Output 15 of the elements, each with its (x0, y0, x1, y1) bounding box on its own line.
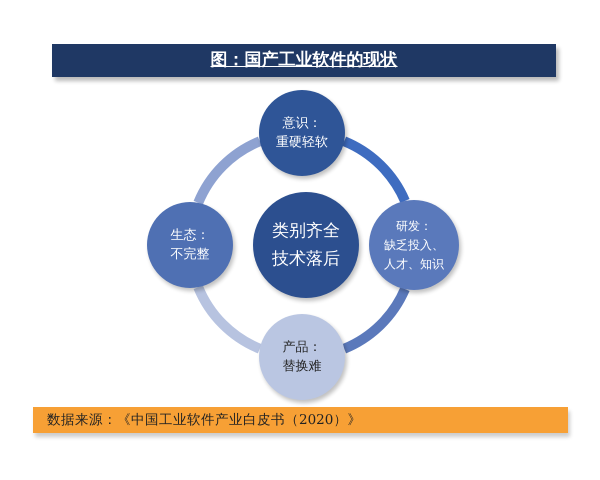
node-heading: 产品： (282, 339, 322, 357)
ring-arc (342, 136, 410, 204)
ring-arc (342, 286, 410, 354)
node-heading: 意识： (282, 115, 322, 133)
node-text: 重硬轻软 (275, 134, 329, 152)
title-banner: 图：国产工业软件的现状 (52, 44, 556, 77)
node-text: 不完整 (170, 246, 210, 264)
node-heading: 生态： (170, 227, 210, 245)
node-text: 缺乏投入、人才、知识 (383, 236, 445, 272)
source-note: 数据来源：《中国工业软件产业白皮书（2020）》 (33, 407, 568, 433)
node-heading: 研发： (395, 218, 433, 234)
ring-arc (194, 285, 262, 354)
ring-arc (194, 136, 262, 205)
node-text: 替换难 (282, 358, 322, 376)
node-text: 类别齐全技术落后 (271, 220, 341, 271)
